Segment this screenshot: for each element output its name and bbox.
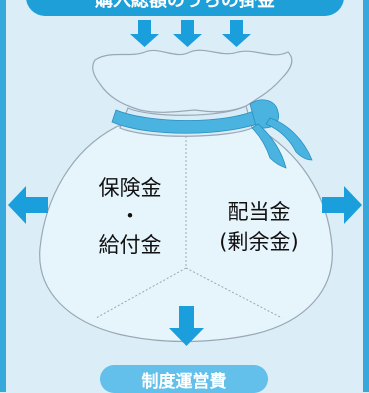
bottom-outflow-arrow	[169, 306, 204, 346]
left-outflow-arrow	[8, 186, 48, 224]
inflow-arrow-1	[130, 20, 159, 47]
left-border	[0, 0, 6, 392]
ribbon-tail-1	[251, 123, 287, 169]
right-outflow-arrow	[322, 186, 362, 224]
right-border	[363, 0, 369, 392]
inflow-arrow-2	[173, 20, 202, 47]
divider-left	[95, 267, 187, 319]
inflow-arrow-3	[222, 20, 251, 47]
top-banner-text: 購入総額のうちの掛金	[95, 0, 275, 11]
ribbon	[111, 99, 313, 169]
bottom-banner: 制度運営費	[100, 365, 268, 393]
bag-dividers	[95, 136, 283, 319]
left-label-line2: ・	[119, 204, 141, 228]
bag-top-ruffle	[92, 49, 293, 113]
ribbon-tail-2	[265, 117, 313, 161]
top-banner: 購入総額のうちの掛金	[26, 0, 344, 16]
right-label-line2: (剰余金)	[219, 230, 299, 254]
inflow-arrows	[130, 20, 251, 47]
left-label-line1: 保険金	[98, 176, 162, 200]
right-label-line1: 配当金	[227, 200, 291, 224]
bottom-banner-text: 制度運営費	[141, 371, 227, 392]
left-label-line3: 給付金	[98, 233, 162, 257]
